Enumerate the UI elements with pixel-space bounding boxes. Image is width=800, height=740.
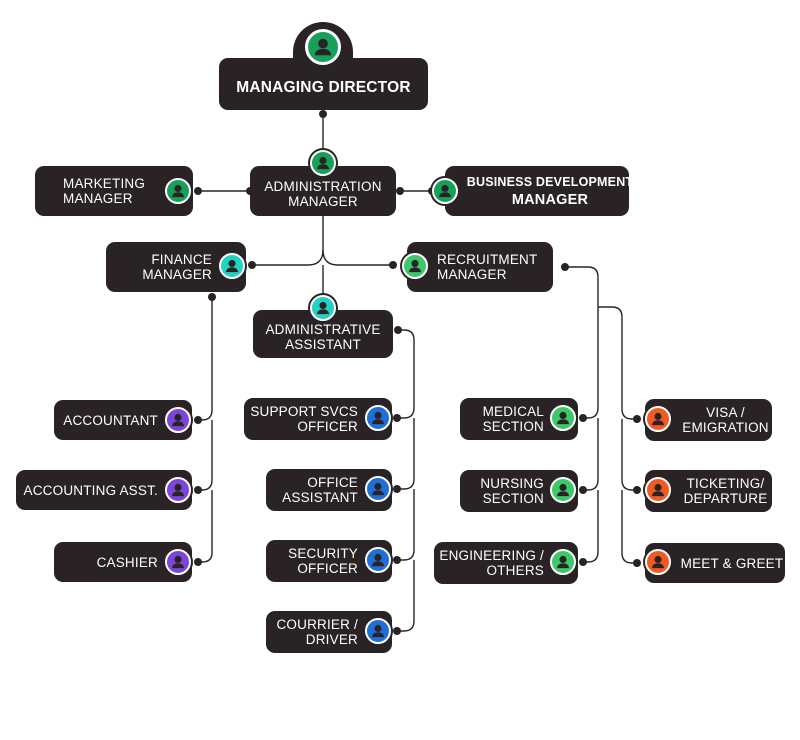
person-icon [365,476,391,502]
connector-dot [393,485,401,493]
node-label-line1: COURRIER / [276,617,358,632]
node-label-line2: DEPARTURE [683,491,768,506]
node-label-line1: VISA / [706,405,745,420]
person-icon [365,405,391,431]
node-label-line1: ADMINISTRATION [264,179,382,194]
node-label-line2: OTHERS [486,563,544,578]
connector-dot [393,627,401,635]
person-icon [165,178,191,204]
connector-dot [194,486,202,494]
connector-dot [396,187,404,195]
node-label: MEET & GREET [680,555,784,571]
connector-dot [194,558,202,566]
connector-dot [394,326,402,334]
connector-finance-branch [198,297,213,563]
connector-recruit-right [598,306,637,564]
connector-dot [579,486,587,494]
node-label: MANAGING DIRECTOR [236,78,411,96]
node-engineering-others: ENGINEERING / OTHERS [434,542,578,584]
node-managing-director: MANAGING DIRECTOR [219,58,428,110]
node-label-line2: MANAGER [511,191,589,208]
person-icon [165,549,191,575]
node-label-line1: MEDICAL [482,404,544,419]
connector-dot [194,416,202,424]
person-icon [645,406,671,432]
person-icon [432,178,458,204]
person-icon [645,477,671,503]
connector-dot [633,559,641,567]
node-label: ACCOUNTING ASST. [23,482,158,498]
node-label-line2: ASSISTANT [285,337,361,352]
person-icon [310,295,336,321]
node-label-line2: SECTION [482,419,544,434]
connector-dot [579,558,587,566]
node-label-line2: ASSISTANT [282,490,358,505]
person-icon [550,477,576,503]
node-finance-manager: FINANCE MANAGER [106,242,246,292]
node-business-development-manager: BUSINESS DEVELOPMENT MANAGER [445,166,633,216]
person-icon [550,549,576,575]
node-label-line1: SUPPORT SVCS [250,404,358,419]
connector-dot [208,293,216,301]
person-icon [165,477,191,503]
node-label-line2: OFFICER [297,561,358,576]
node-label-line2: OFFICER [297,419,358,434]
node-label-line2: MANAGER [437,267,507,282]
node-label-line2: MANAGER [142,267,212,282]
node-label-line1: TICKETING/ [686,476,765,491]
node-label-line1: FINANCE [151,252,212,267]
node-recruitment-manager: RECRUITMENT MANAGER [407,242,553,292]
node-label-line2: SECTION [482,491,544,506]
person-icon [365,547,391,573]
person-icon [550,405,576,431]
connector-dot [248,261,256,269]
person-icon [219,253,245,279]
connector-dot [389,261,397,269]
connector-dot [579,414,587,422]
person-icon [645,549,671,575]
connector-assistant-branch [397,329,415,632]
person-icon [305,29,341,65]
node-label-line2: MANAGER [288,194,358,209]
person-icon [165,407,191,433]
person-icon [402,253,428,279]
connector-dot [633,486,641,494]
connector-admin-recruit [322,249,393,266]
node-label-line1: ADMINISTRATIVE [265,322,381,337]
node-label-line1: BUSINESS DEVELOPMENT [466,174,634,189]
connector-dot [393,556,401,564]
node-label-line2: MANAGER [63,191,133,206]
node-label-line1: OFFICE [307,475,358,490]
connector-admin-down [252,216,324,266]
connector-dot [393,414,401,422]
node-label: CASHIER [96,554,158,570]
person-icon [310,150,336,176]
node-accounting-asst: ACCOUNTING ASST. [16,470,192,510]
node-ticketing-departure: TICKETING/ DEPARTURE [645,470,772,512]
node-label-line1: SECURITY [288,546,358,561]
node-label-line1: RECRUITMENT [437,252,538,267]
connector-dot [194,187,202,195]
node-label: ACCOUNTANT [63,412,158,428]
node-label-line1: MARKETING [63,176,146,191]
node-label-line1: ENGINEERING / [439,548,544,563]
node-label-line2: DRIVER [305,632,358,647]
connector-dot [319,110,327,118]
connector-recruit-branch [565,266,599,563]
person-icon [365,618,391,644]
node-label-line1: NURSING [480,476,544,491]
node-label-line2: EMIGRATION [682,420,769,435]
node-marketing-manager: MARKETING MANAGER [35,166,193,216]
connector-dot [633,415,641,423]
connector-dot [561,263,569,271]
